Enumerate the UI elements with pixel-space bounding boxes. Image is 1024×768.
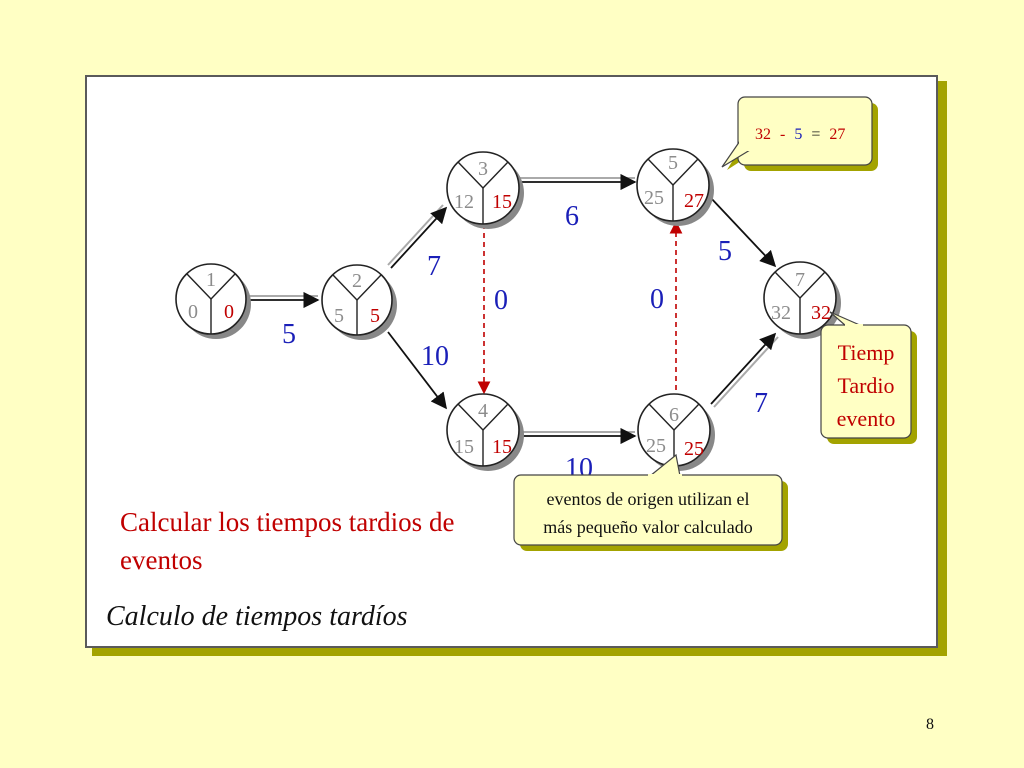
event-node-4: 4 15 15 (446, 393, 524, 471)
duration-3-5: 6 (565, 201, 579, 232)
late-event-line-2: Tardio (837, 373, 894, 398)
duration-5-7: 5 (718, 236, 732, 267)
node-late-time: 5 (370, 305, 380, 327)
node-early-time: 25 (646, 435, 666, 457)
node-early-time: 25 (644, 187, 664, 209)
node-late-time: 15 (492, 436, 512, 458)
node-late-time: 27 (684, 190, 704, 212)
node-id: 4 (478, 400, 488, 422)
activity-arrow-2-3 (390, 206, 448, 269)
event-node-7: 7 32 32 (763, 261, 841, 339)
duration-6-7: 7 (754, 388, 768, 419)
callout-calculation: 32 - 5 = 27 (721, 96, 878, 171)
node-early-time: 32 (771, 302, 791, 324)
node-early-time: 0 (188, 301, 198, 323)
duration-2-4: 10 (421, 341, 449, 372)
node-early-time: 15 (454, 436, 474, 458)
node-late-time: 32 (811, 302, 831, 324)
callout-late-event: Tiemp Tardio evento (820, 311, 917, 444)
activity-arrow-5-7 (709, 196, 777, 268)
node-late-time: 0 (224, 301, 234, 323)
node-late-time: 25 (684, 438, 704, 460)
event-node-2: 2 5 5 (321, 264, 397, 340)
activity-arrow-2-4 (387, 331, 447, 410)
page-number: 8 (926, 716, 934, 733)
node-id: 2 (352, 270, 362, 292)
node-early-time: 12 (454, 191, 474, 213)
event-node-3: 3 12 15 (446, 151, 524, 229)
node-early-time: 5 (334, 305, 344, 327)
duration-3-4: 0 (494, 285, 508, 316)
node-late-time: 15 (492, 191, 512, 213)
late-event-line-1: Tiemp (838, 340, 895, 365)
activity-arrow-6-7 (710, 332, 777, 405)
duration-6-5: 0 (650, 284, 664, 315)
event-node-1: 1 0 0 (175, 263, 251, 339)
node-id: 6 (669, 404, 679, 426)
origin-note-line-2: más pequeño valor calculado (543, 517, 752, 537)
activity-arrows (244, 173, 779, 445)
node-id: 7 (795, 269, 805, 291)
late-event-line-3: evento (837, 406, 896, 431)
callout-origin-note: eventos de origen utilizan el más pequeñ… (513, 453, 788, 551)
duration-1-2: 5 (282, 319, 296, 350)
node-id: 3 (478, 158, 488, 180)
origin-note-line-1: eventos de origen utilizan el (547, 489, 750, 509)
slide-subtitle: Calcular los tiempos tardios de eventos (120, 507, 455, 575)
node-id: 5 (668, 152, 678, 174)
duration-2-3: 7 (427, 251, 441, 282)
section-title: Calculo de tiempos tardíos (106, 601, 408, 632)
callout-calc-text: 32 - 5 = 27 (755, 126, 845, 143)
node-id: 1 (206, 269, 216, 291)
event-node-5: 5 25 27 (636, 148, 714, 226)
event-node-6: 6 25 25 (637, 393, 715, 471)
